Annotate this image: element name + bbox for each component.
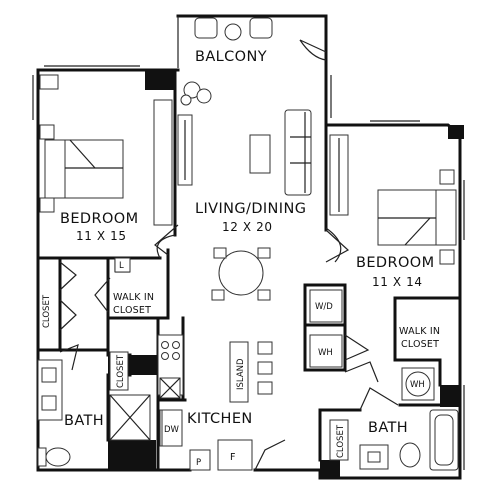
closet-left-label: CLOSET [42,294,52,328]
sofa [284,109,312,196]
water-heater-hall [309,334,343,368]
water-heater-bedroom [401,367,435,401]
water-heater-hall-label: WH [318,348,333,358]
water-heater-bedroom-label: WH [410,380,425,390]
linen-label: L [119,261,124,271]
washer-dryer [309,289,343,323]
bedroom-right-dimensions: 11 X 14 [372,275,423,289]
bath-right-fixtures [359,409,459,471]
pantry-label: P [196,458,201,468]
balcony-label: BALCONY [195,49,267,65]
dining-table [211,247,271,301]
bedroom-left-dimensions: 11 X 15 [76,229,127,243]
bedroom-left-label: BEDROOM [60,211,139,227]
walk-in-closet-left-line1: WALK IN [113,292,154,303]
walk-in-closet-right-line1: WALK IN [399,326,440,337]
bath-left-fixtures [37,359,151,467]
dresser-left [153,99,173,226]
dw-box [161,409,183,447]
bath-left-label: BATH [64,413,104,429]
bed-left [39,74,124,213]
island-label: ISLAND [236,358,246,390]
coffee-table [249,134,271,174]
living-dining-dimensions: 12 X 20 [222,220,273,234]
living-dining-label: LIVING/DINING [195,201,306,217]
washer-dryer-label: W/D [315,302,333,312]
linen-closet [114,257,131,273]
fridge-label: F [230,452,236,463]
closet-kitchen-label: CLOSET [116,354,126,388]
walk-in-closet-left-line2: CLOSET [113,305,151,316]
kitchen-label: KITCHEN [187,411,253,427]
door-swings [59,39,399,471]
closet-bath-box [329,419,349,461]
bed-right [377,169,457,265]
exterior-walls [32,14,465,480]
balcony-chairs [194,17,273,41]
plant-icon [180,81,212,106]
kitchen-island [229,341,273,403]
dresser-right [329,134,349,216]
bath-right-label: BATH [368,420,408,436]
bedroom-right-label: BEDROOM [356,255,435,271]
closet-kitchen-box [109,351,129,391]
closet-bath-label: CLOSET [336,424,346,458]
dishwasher-label: DW [164,425,180,435]
walk-in-closet-right-line2: CLOSET [401,339,439,350]
tv-unit [177,114,193,186]
